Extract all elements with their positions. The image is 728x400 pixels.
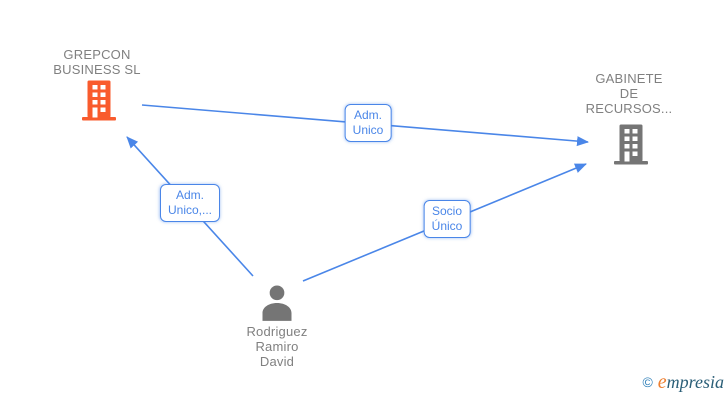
brand-name: mpresia [666,372,724,392]
copyright-icon: © [642,374,653,390]
empresia-watermark: ©empresia [642,371,724,394]
person-icon [257,285,297,325]
company-node-gabinete[interactable] [614,124,648,170]
edge-label-socio-unico: Socio Único [423,200,471,238]
brand-initial: e [657,371,667,393]
company-label-grepcon: GREPCON BUSINESS SL [53,47,141,77]
building-icon [614,124,648,169]
building-icon [82,80,116,125]
person-label-rodriguez: Rodriguez Ramiro David [246,324,308,369]
person-node-rodriguez[interactable] [257,284,297,326]
edge-label-adm-unico: Adm. Unico [344,104,392,142]
edge-label-adm-unico-etc: Adm. Unico,... [159,184,221,222]
company-label-gabinete: GABINETE DE RECURSOS... [585,71,673,116]
company-node-grepcon[interactable] [82,80,116,126]
